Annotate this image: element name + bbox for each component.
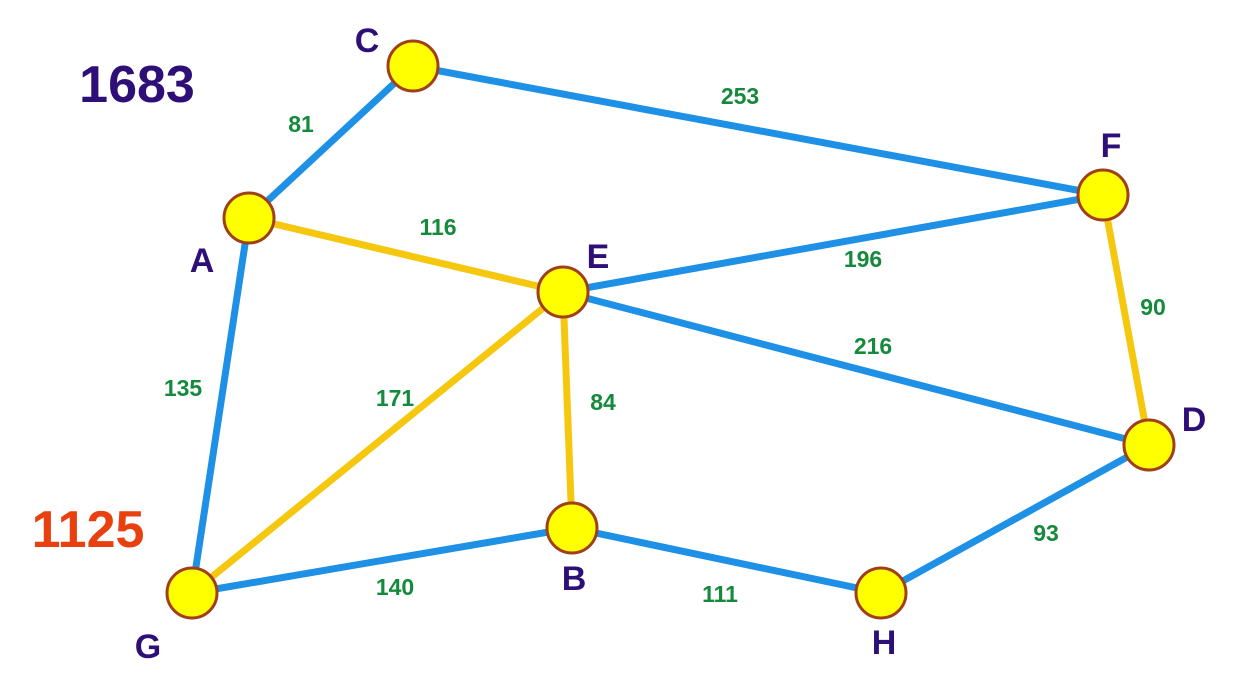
node-f: [1076, 168, 1130, 222]
node-label-c: C: [355, 22, 380, 60]
edge-e-g: [188, 288, 567, 597]
edge-c-f: [409, 62, 1107, 199]
node-label-f: F: [1101, 127, 1122, 165]
weight-label-a-e: 116: [419, 214, 456, 240]
weight-label-a-c: 81: [288, 111, 314, 137]
weight-label-e-g: 171: [376, 385, 415, 411]
node-label-d: D: [1182, 401, 1207, 439]
weight-label-c-f: 253: [721, 83, 759, 109]
edge-e-f: [559, 191, 1107, 296]
node-labels-layer: A B C D E F G H: [135, 22, 1207, 666]
node-b: [545, 501, 599, 555]
node-g: [165, 566, 219, 620]
edge-e-d: [559, 288, 1153, 449]
weight-label-g-b: 140: [376, 574, 414, 600]
node-c: [386, 39, 440, 93]
total-tree-weight: 1125: [32, 501, 145, 559]
node-a: [222, 191, 276, 245]
edge-a-e: [245, 214, 567, 296]
edge-f-d: [1099, 191, 1153, 449]
node-h: [854, 566, 908, 620]
node-d: [1122, 418, 1176, 472]
node-label-h: H: [872, 624, 897, 662]
total-all-weight: 1683: [79, 56, 195, 114]
weights-layer: 81 253 116 196 90 216 135 171 84 140 111 93: [164, 83, 1166, 607]
node-label-b: B: [562, 560, 587, 598]
edge-a-c: [245, 62, 417, 222]
node-label-e: E: [587, 238, 610, 276]
nodes-layer: [165, 39, 1176, 620]
weight-label-h-d: 93: [1033, 520, 1059, 546]
node-label-a: A: [190, 242, 215, 280]
weight-label-a-g: 135: [164, 375, 203, 401]
node-label-g: G: [135, 628, 161, 666]
edges-layer: [188, 62, 1153, 597]
weight-label-e-f: 196: [844, 246, 882, 272]
edge-e-b: [559, 288, 576, 532]
weight-label-b-h: 111: [702, 581, 738, 607]
weight-label-f-d: 90: [1140, 294, 1166, 320]
edge-b-h: [568, 524, 885, 597]
weight-label-e-d: 216: [854, 333, 892, 359]
edge-h-d: [877, 441, 1153, 597]
node-e: [536, 265, 590, 319]
edge-g-b: [188, 524, 576, 597]
edge-a-g: [188, 214, 253, 597]
weight-label-e-b: 84: [590, 389, 616, 415]
